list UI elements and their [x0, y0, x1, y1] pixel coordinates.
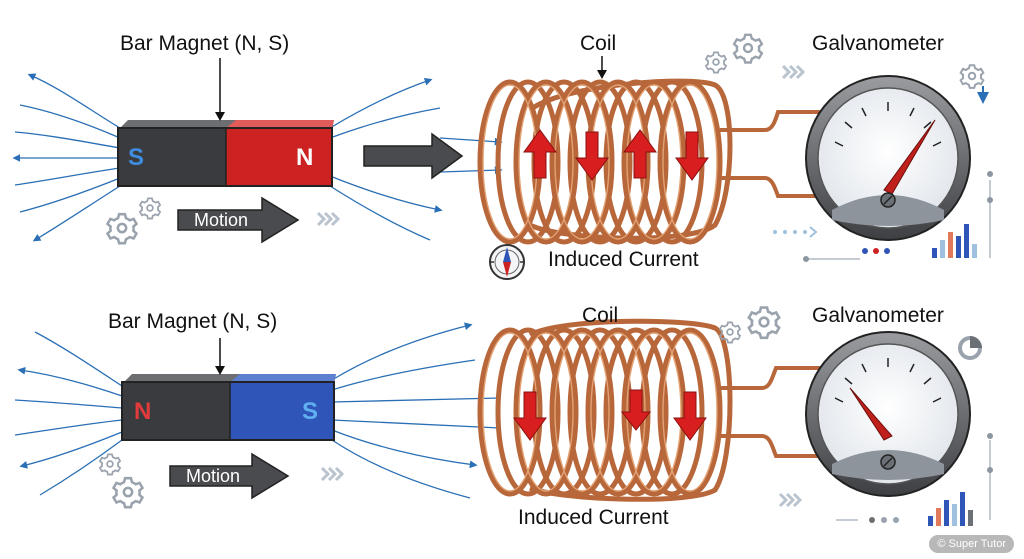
bottom-coil-label: Coil: [582, 304, 619, 327]
top-magnet-label: Bar Magnet (N, S): [120, 32, 290, 55]
bottom-bar-chart-icon: [928, 492, 973, 526]
bottom-magnet-right-pole: S: [302, 398, 319, 425]
bottom-galvanometer-needle: [849, 387, 893, 441]
top-bar-chart-icon: [932, 224, 977, 258]
top-chevrons-icon-2: [781, 64, 805, 80]
top-coil-label: Coil: [580, 32, 617, 55]
bottom-magnet-label: Bar Magnet (N, S): [108, 310, 278, 333]
bottom-magnet-left-pole: N: [134, 398, 152, 425]
pie-chart-icon: [958, 336, 982, 360]
top-induced-current-label: Induced Current: [548, 248, 699, 271]
bottom-galvanometer: [805, 331, 971, 497]
top-magnet-right-pole: N: [296, 144, 314, 171]
bottom-gear-icon-2: [719, 321, 741, 344]
bottom-gear-icon-small: [99, 453, 121, 476]
top-field-direction-arrow: [363, 132, 464, 180]
top-gear-icon-2: [705, 51, 727, 74]
top-dots-arrow: [773, 230, 807, 234]
top-motion-label: Motion: [194, 210, 249, 230]
bottom-chevrons-icon: [320, 466, 344, 482]
top-galvanometer: [805, 75, 971, 241]
bottom-wires: [720, 366, 820, 458]
bottom-chevrons-icon-2: [778, 492, 802, 508]
bottom-motion-arrow[interactable]: [169, 452, 290, 500]
top-motion-arrow[interactable]: [177, 196, 300, 244]
bottom-galvanometer-label: Galvanometer: [812, 304, 944, 327]
bottom-gear-icon-large: [112, 476, 144, 509]
bottom-motion-label: Motion: [186, 466, 241, 486]
bottom-bar-magnet: [121, 374, 336, 441]
top-gear-icon-large: [106, 212, 138, 245]
top-gear-icon-1: [732, 33, 764, 64]
top-galvanometer-needle: [883, 119, 936, 195]
bottom-induced-current-label: Induced Current: [518, 506, 669, 529]
top-gear-icon-3: [959, 64, 985, 89]
top-wires: [720, 110, 820, 198]
top-bar-magnet: [117, 120, 334, 187]
bottom-current-arrows: [513, 389, 707, 441]
top-gear-icon-small: [139, 197, 161, 220]
bottom-gear-icon-1: [747, 306, 781, 340]
compass-icon: [489, 244, 525, 280]
top-magnet-left-pole: S: [128, 144, 145, 171]
top-current-arrows: [523, 129, 709, 181]
bottom-field-lines: [14, 322, 501, 499]
top-chevrons-icon: [316, 211, 340, 227]
watermark: © Super Tutor: [929, 535, 1014, 553]
top-field-lines: [12, 73, 503, 242]
top-galvanometer-label: Galvanometer: [812, 32, 944, 55]
